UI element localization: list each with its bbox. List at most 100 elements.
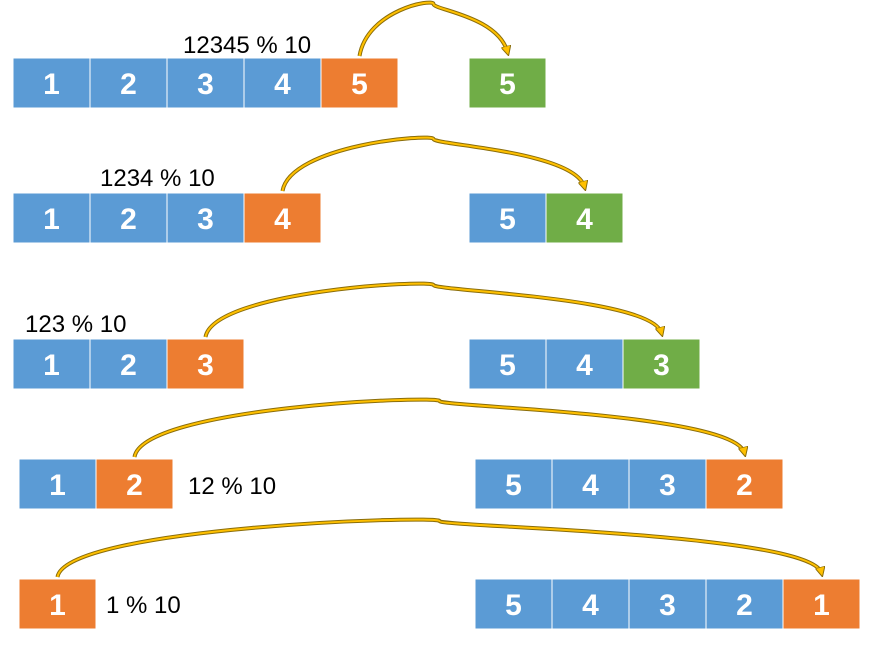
result-cell-5-2-digit: 4 bbox=[582, 589, 599, 622]
result-cell-1-1-digit: 5 bbox=[499, 68, 516, 101]
result-cell-3-3: 3 bbox=[622, 338, 701, 390]
result-cell-5-1-box bbox=[474, 578, 553, 630]
result-cell-2-1-box bbox=[468, 192, 547, 244]
result-cell-2-2-box bbox=[545, 192, 624, 244]
result-cell-2-2: 4 bbox=[545, 192, 624, 244]
result-cell-5-2: 4 bbox=[551, 578, 630, 630]
transfer-arrow-4 bbox=[133, 398, 745, 457]
result-cell-3-2: 4 bbox=[545, 338, 624, 390]
source-cell-2-1-digit: 1 bbox=[43, 203, 60, 236]
transfer-arrow-1 bbox=[358, 1, 508, 56]
source-cell-2-4-digit: 4 bbox=[274, 203, 291, 236]
step-row-1: 1 2 3 4 5 5 bbox=[12, 57, 547, 109]
result-cell-5-5: 1 bbox=[782, 578, 861, 630]
result-cell-4-2: 4 bbox=[551, 458, 630, 510]
modulo-expression-4: 12 % 10 bbox=[188, 473, 276, 500]
source-cell-5-1: 1 bbox=[18, 578, 97, 630]
source-cell-1-4: 4 bbox=[243, 57, 322, 109]
source-cell-3-1: 1 bbox=[12, 338, 91, 390]
source-cell-1-2: 2 bbox=[89, 57, 168, 109]
transfer-arrow-5 bbox=[56, 518, 822, 577]
source-cell-1-5: 5 bbox=[320, 57, 399, 109]
source-cell-3-2-box bbox=[89, 338, 168, 390]
result-cell-5-4-digit: 2 bbox=[736, 589, 753, 622]
source-cell-3-3: 3 bbox=[166, 338, 245, 390]
source-cell-2-2: 2 bbox=[89, 192, 168, 244]
source-cell-3-1-box bbox=[12, 338, 91, 390]
result-cell-4-3-box bbox=[628, 458, 707, 510]
transfer-arrow-3 bbox=[204, 282, 662, 337]
source-cell-1-4-box bbox=[243, 57, 322, 109]
modulo-expression-1: 12345 % 10 bbox=[183, 32, 311, 59]
source-cell-2-3-box bbox=[166, 192, 245, 244]
result-cell-4-3: 3 bbox=[628, 458, 707, 510]
result-cell-5-5-digit: 1 bbox=[813, 589, 830, 622]
modulo-expression-2: 1234 % 10 bbox=[100, 165, 215, 192]
source-cell-1-2-digit: 2 bbox=[120, 68, 137, 101]
result-cell-3-1-box bbox=[468, 338, 547, 390]
result-cell-5-4-box bbox=[705, 578, 784, 630]
result-cell-3-3-box bbox=[622, 338, 701, 390]
source-cell-4-2-digit: 2 bbox=[126, 469, 143, 502]
result-cell-5-4: 2 bbox=[705, 578, 784, 630]
result-cell-4-4-digit: 2 bbox=[736, 469, 753, 502]
source-cell-4-2: 2 bbox=[95, 458, 174, 510]
source-cell-4-1-digit: 1 bbox=[49, 469, 66, 502]
result-cell-3-1: 5 bbox=[468, 338, 547, 390]
modulo-expression-3: 123 % 10 bbox=[25, 311, 126, 338]
source-cell-3-1-digit: 1 bbox=[43, 349, 60, 382]
result-cell-5-3-digit: 3 bbox=[659, 589, 676, 622]
source-cell-4-1: 1 bbox=[18, 458, 97, 510]
result-cell-4-2-digit: 4 bbox=[582, 469, 599, 502]
transfer-arrow-2 bbox=[281, 136, 585, 191]
result-cell-3-2-digit: 4 bbox=[576, 349, 593, 382]
transfer-arrow-outline-3 bbox=[203, 281, 664, 338]
source-cell-1-5-digit: 5 bbox=[351, 68, 368, 101]
source-cell-4-2-box bbox=[95, 458, 174, 510]
source-cell-1-3: 3 bbox=[166, 57, 245, 109]
source-cell-5-1-box bbox=[18, 578, 97, 630]
result-cell-1-1: 5 bbox=[468, 57, 547, 109]
labels-layer: 12345 % 10 1234 % 10 123 % 10 12 % 10 1 % 10 bbox=[25, 32, 311, 619]
result-cell-1-1-box bbox=[468, 57, 547, 109]
source-cell-1-1-digit: 1 bbox=[43, 68, 60, 101]
source-cell-2-1: 1 bbox=[12, 192, 91, 244]
transfer-arrow-outline-4 bbox=[132, 397, 747, 458]
result-cell-4-3-digit: 3 bbox=[659, 469, 676, 502]
transfer-arrow-outline-1 bbox=[357, 0, 510, 57]
source-cell-2-3: 3 bbox=[166, 192, 245, 244]
result-cell-4-1-box bbox=[474, 458, 553, 510]
result-cell-5-3: 3 bbox=[628, 578, 707, 630]
source-cell-5-1-digit: 1 bbox=[49, 589, 66, 622]
modulo-expression-5: 1 % 10 bbox=[106, 592, 181, 619]
source-cell-1-3-digit: 3 bbox=[197, 68, 214, 101]
source-cell-1-4-digit: 4 bbox=[274, 68, 291, 101]
result-cell-2-1: 5 bbox=[468, 192, 547, 244]
result-cell-4-2-box bbox=[551, 458, 630, 510]
source-cell-2-4: 4 bbox=[243, 192, 322, 244]
source-cell-3-3-box bbox=[166, 338, 245, 390]
result-cell-2-1-digit: 5 bbox=[499, 203, 516, 236]
result-cell-5-1: 5 bbox=[474, 578, 553, 630]
result-cell-5-2-box bbox=[551, 578, 630, 630]
transfer-arrow-outline-5 bbox=[55, 517, 824, 578]
source-cell-2-2-digit: 2 bbox=[120, 203, 137, 236]
source-cell-2-4-box bbox=[243, 192, 322, 244]
source-cell-3-2: 2 bbox=[89, 338, 168, 390]
transfer-arrow-outline-2 bbox=[280, 135, 587, 192]
source-cell-2-3-digit: 3 bbox=[197, 203, 214, 236]
source-cell-1-1: 1 bbox=[12, 57, 91, 109]
step-row-4: 1 2 5 4 3 2 bbox=[18, 458, 784, 510]
result-cell-3-3-digit: 3 bbox=[653, 349, 670, 382]
result-cell-4-4-box bbox=[705, 458, 784, 510]
result-cell-5-5-box bbox=[782, 578, 861, 630]
source-cell-1-2-box bbox=[89, 57, 168, 109]
result-cell-4-1-digit: 5 bbox=[505, 469, 522, 502]
source-cell-2-2-box bbox=[89, 192, 168, 244]
arrows-layer bbox=[55, 0, 824, 578]
result-cell-2-2-digit: 4 bbox=[576, 203, 593, 236]
result-cell-3-1-digit: 5 bbox=[499, 349, 516, 382]
